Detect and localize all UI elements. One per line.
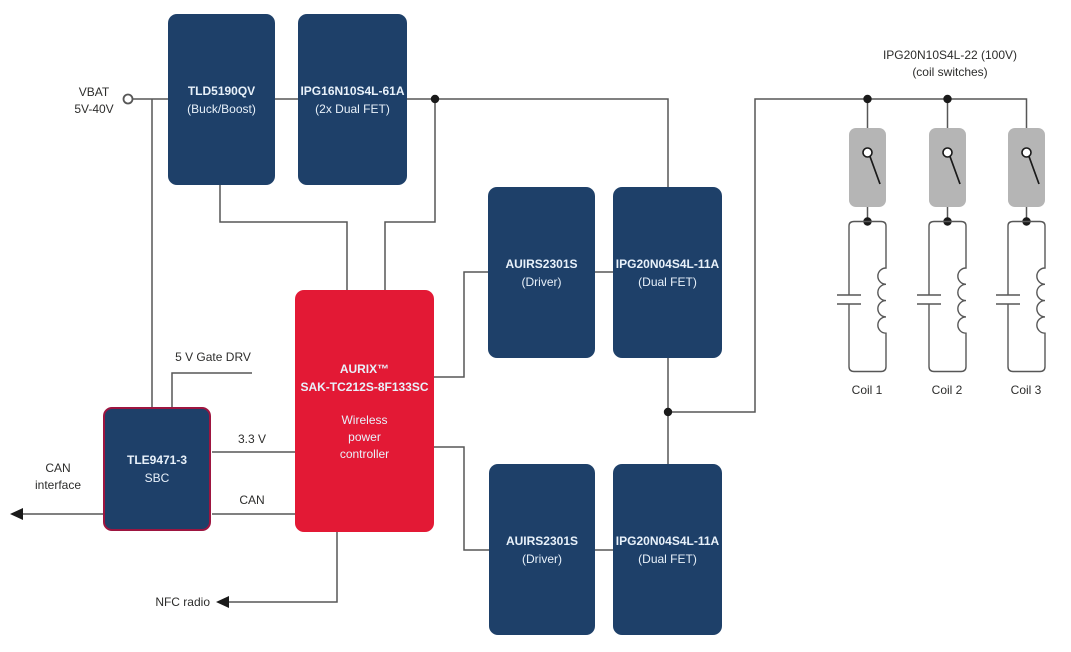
can-interface-arrow-icon	[10, 508, 23, 520]
block-fet-top-name: IPG20N04S4L-11A	[615, 256, 720, 271]
block-input-fets: IPG16N10S4L-61A (2x Dual FET)	[298, 14, 407, 185]
vbat-terminal-icon	[122, 93, 134, 105]
block-sbc: TLE9471-3 SBC	[103, 407, 211, 531]
wire-buck-to-aurix	[219, 185, 348, 290]
block-sbc-name: TLE9471-3	[126, 453, 188, 467]
aurix-title-line1: AURIX™	[339, 361, 390, 376]
nfc-radio-label: NFC radio	[155, 595, 210, 609]
aurix-role-line2: power	[348, 429, 381, 444]
gate-drv-label: 5 V Gate DRV	[175, 350, 251, 364]
block-driver-bottom-role: (Driver)	[522, 551, 562, 566]
block-aurix-controller: AURIX™ SAK-TC212S-8F133SC Wireless power…	[295, 290, 434, 532]
wire-nfc	[228, 532, 338, 603]
coil-switches-title-line2: (coil switches)	[912, 65, 988, 79]
wire-bus-to-fettop	[407, 98, 669, 187]
coil-1-label: Coil 1	[851, 383, 883, 397]
wire-bus-to-aurix	[384, 99, 436, 290]
aurix-role-line1: Wireless	[341, 412, 388, 427]
vbat-label-line2: 5V-40V	[74, 102, 114, 116]
block-driver-bottom: AUIRS2301S (Driver)	[489, 464, 595, 635]
block-input-fets-role: (2x Dual FET)	[315, 101, 390, 116]
block-sbc-role: SBC	[144, 471, 170, 485]
block-fet-bottom: IPG20N04S4L-11A (Dual FET)	[613, 464, 722, 635]
can-label: CAN	[239, 493, 265, 507]
coil-2-lc-tank-icon	[917, 220, 967, 373]
aurix-title-line2: SAK-TC212S-8F133SC	[300, 379, 429, 394]
coil-2-label: Coil 2	[931, 383, 963, 397]
junction-dot	[430, 94, 440, 104]
coil-switch-3	[1008, 128, 1045, 207]
block-buck-boost: TLD5190QV (Buck/Boost)	[168, 14, 275, 185]
block-driver-bottom-name: AUIRS2301S	[505, 533, 579, 548]
wire-gate-drv	[171, 372, 252, 407]
aurix-role-line3: controller	[339, 446, 390, 461]
junction-dot	[943, 94, 952, 104]
block-fet-top-role: (Dual FET)	[638, 274, 697, 289]
can-interface-label-line1: CAN	[45, 461, 71, 475]
coil-switches-title: IPG20N10S4L-22 (100V) (coil switches)	[834, 47, 1066, 81]
junction-dot	[663, 407, 673, 417]
coil-3-label: Coil 3	[1010, 383, 1042, 397]
block-driver-top-name: AUIRS2301S	[505, 256, 578, 271]
coil-3-lc-tank-icon	[996, 220, 1046, 373]
coil-switches-title-line1: IPG20N10S4L-22 (100V)	[882, 48, 1018, 62]
block-buck-boost-name: TLD5190QV	[187, 83, 256, 98]
wire-aurix-drivertop	[434, 271, 488, 378]
junction-dot	[863, 94, 872, 104]
block-driver-top-role: (Driver)	[521, 274, 562, 289]
coil-switch-1	[849, 128, 886, 207]
vbat-label: VBAT 5V-40V	[62, 84, 126, 118]
can-interface-label: CAN interface	[8, 460, 108, 494]
wire-aurix-driverbottom	[434, 446, 489, 551]
block-fet-top: IPG20N04S4L-11A (Dual FET)	[613, 187, 722, 358]
block-fet-bottom-role: (Dual FET)	[638, 551, 697, 566]
v33-label: 3.3 V	[237, 432, 267, 446]
coil-1-lc-tank-icon	[837, 220, 887, 373]
vbat-label-line1: VBAT	[78, 85, 110, 99]
can-interface-label-line2: interface	[34, 478, 82, 492]
block-driver-top: AUIRS2301S (Driver)	[488, 187, 595, 358]
wire-bridge-to-coilbus	[668, 98, 1028, 413]
block-buck-boost-role: (Buck/Boost)	[187, 101, 256, 116]
block-fet-bottom-name: IPG20N04S4L-11A	[615, 533, 720, 548]
coil-switch-2	[929, 128, 966, 207]
block-input-fets-name: IPG16N10S4L-61A	[300, 83, 405, 98]
nfc-radio-arrow-icon	[216, 596, 229, 608]
